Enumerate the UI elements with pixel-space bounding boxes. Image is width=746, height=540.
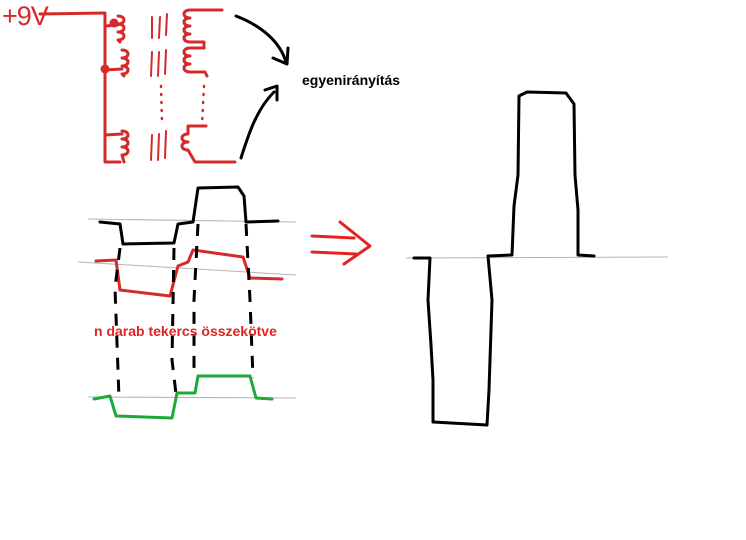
- primary-coil-3: [120, 129, 130, 164]
- continuation-dots: [159, 84, 206, 126]
- transformer-circuit: [38, 8, 237, 164]
- transformer-core-1: [151, 13, 168, 39]
- waveform-black: [98, 185, 280, 246]
- rectified-waveform: [412, 90, 596, 427]
- transformer-core-3: [150, 130, 167, 161]
- curved-arrow-bottom: [239, 90, 276, 160]
- waveform-green: [92, 374, 274, 420]
- supply-wire: [38, 11, 122, 164]
- dashed-line-4: [244, 223, 255, 379]
- secondary-coil-2: [182, 46, 209, 78]
- secondary-coil-3: [180, 124, 237, 164]
- secondary-coil-1: [182, 8, 224, 50]
- dashed-line-1: [113, 247, 122, 399]
- supply-voltage-label: +9V: [2, 1, 49, 31]
- dashed-line-2: [170, 247, 178, 395]
- transformer-core-2: [150, 49, 167, 77]
- dashed-connectors: [113, 223, 255, 399]
- rectified-reference-line: [405, 256, 669, 259]
- primary-wire-3: [103, 132, 124, 137]
- junction-dot-1: [109, 18, 119, 28]
- dashed-line-3: [192, 223, 200, 376]
- primary-coil-2: [120, 48, 130, 78]
- rectification-label: egyenirányítás: [302, 72, 401, 88]
- curved-arrow-bottom-head: [263, 84, 279, 102]
- curved-arrow-top: [234, 14, 288, 64]
- curved-arrow-top-head: [271, 46, 290, 66]
- red-arrow-right-icon: [310, 220, 372, 266]
- junction-dot-2: [100, 64, 110, 74]
- curved-arrows: [234, 14, 290, 160]
- primary-coil-1: [116, 14, 126, 44]
- coils-connected-label: n darab tekercs összekötve: [94, 323, 277, 339]
